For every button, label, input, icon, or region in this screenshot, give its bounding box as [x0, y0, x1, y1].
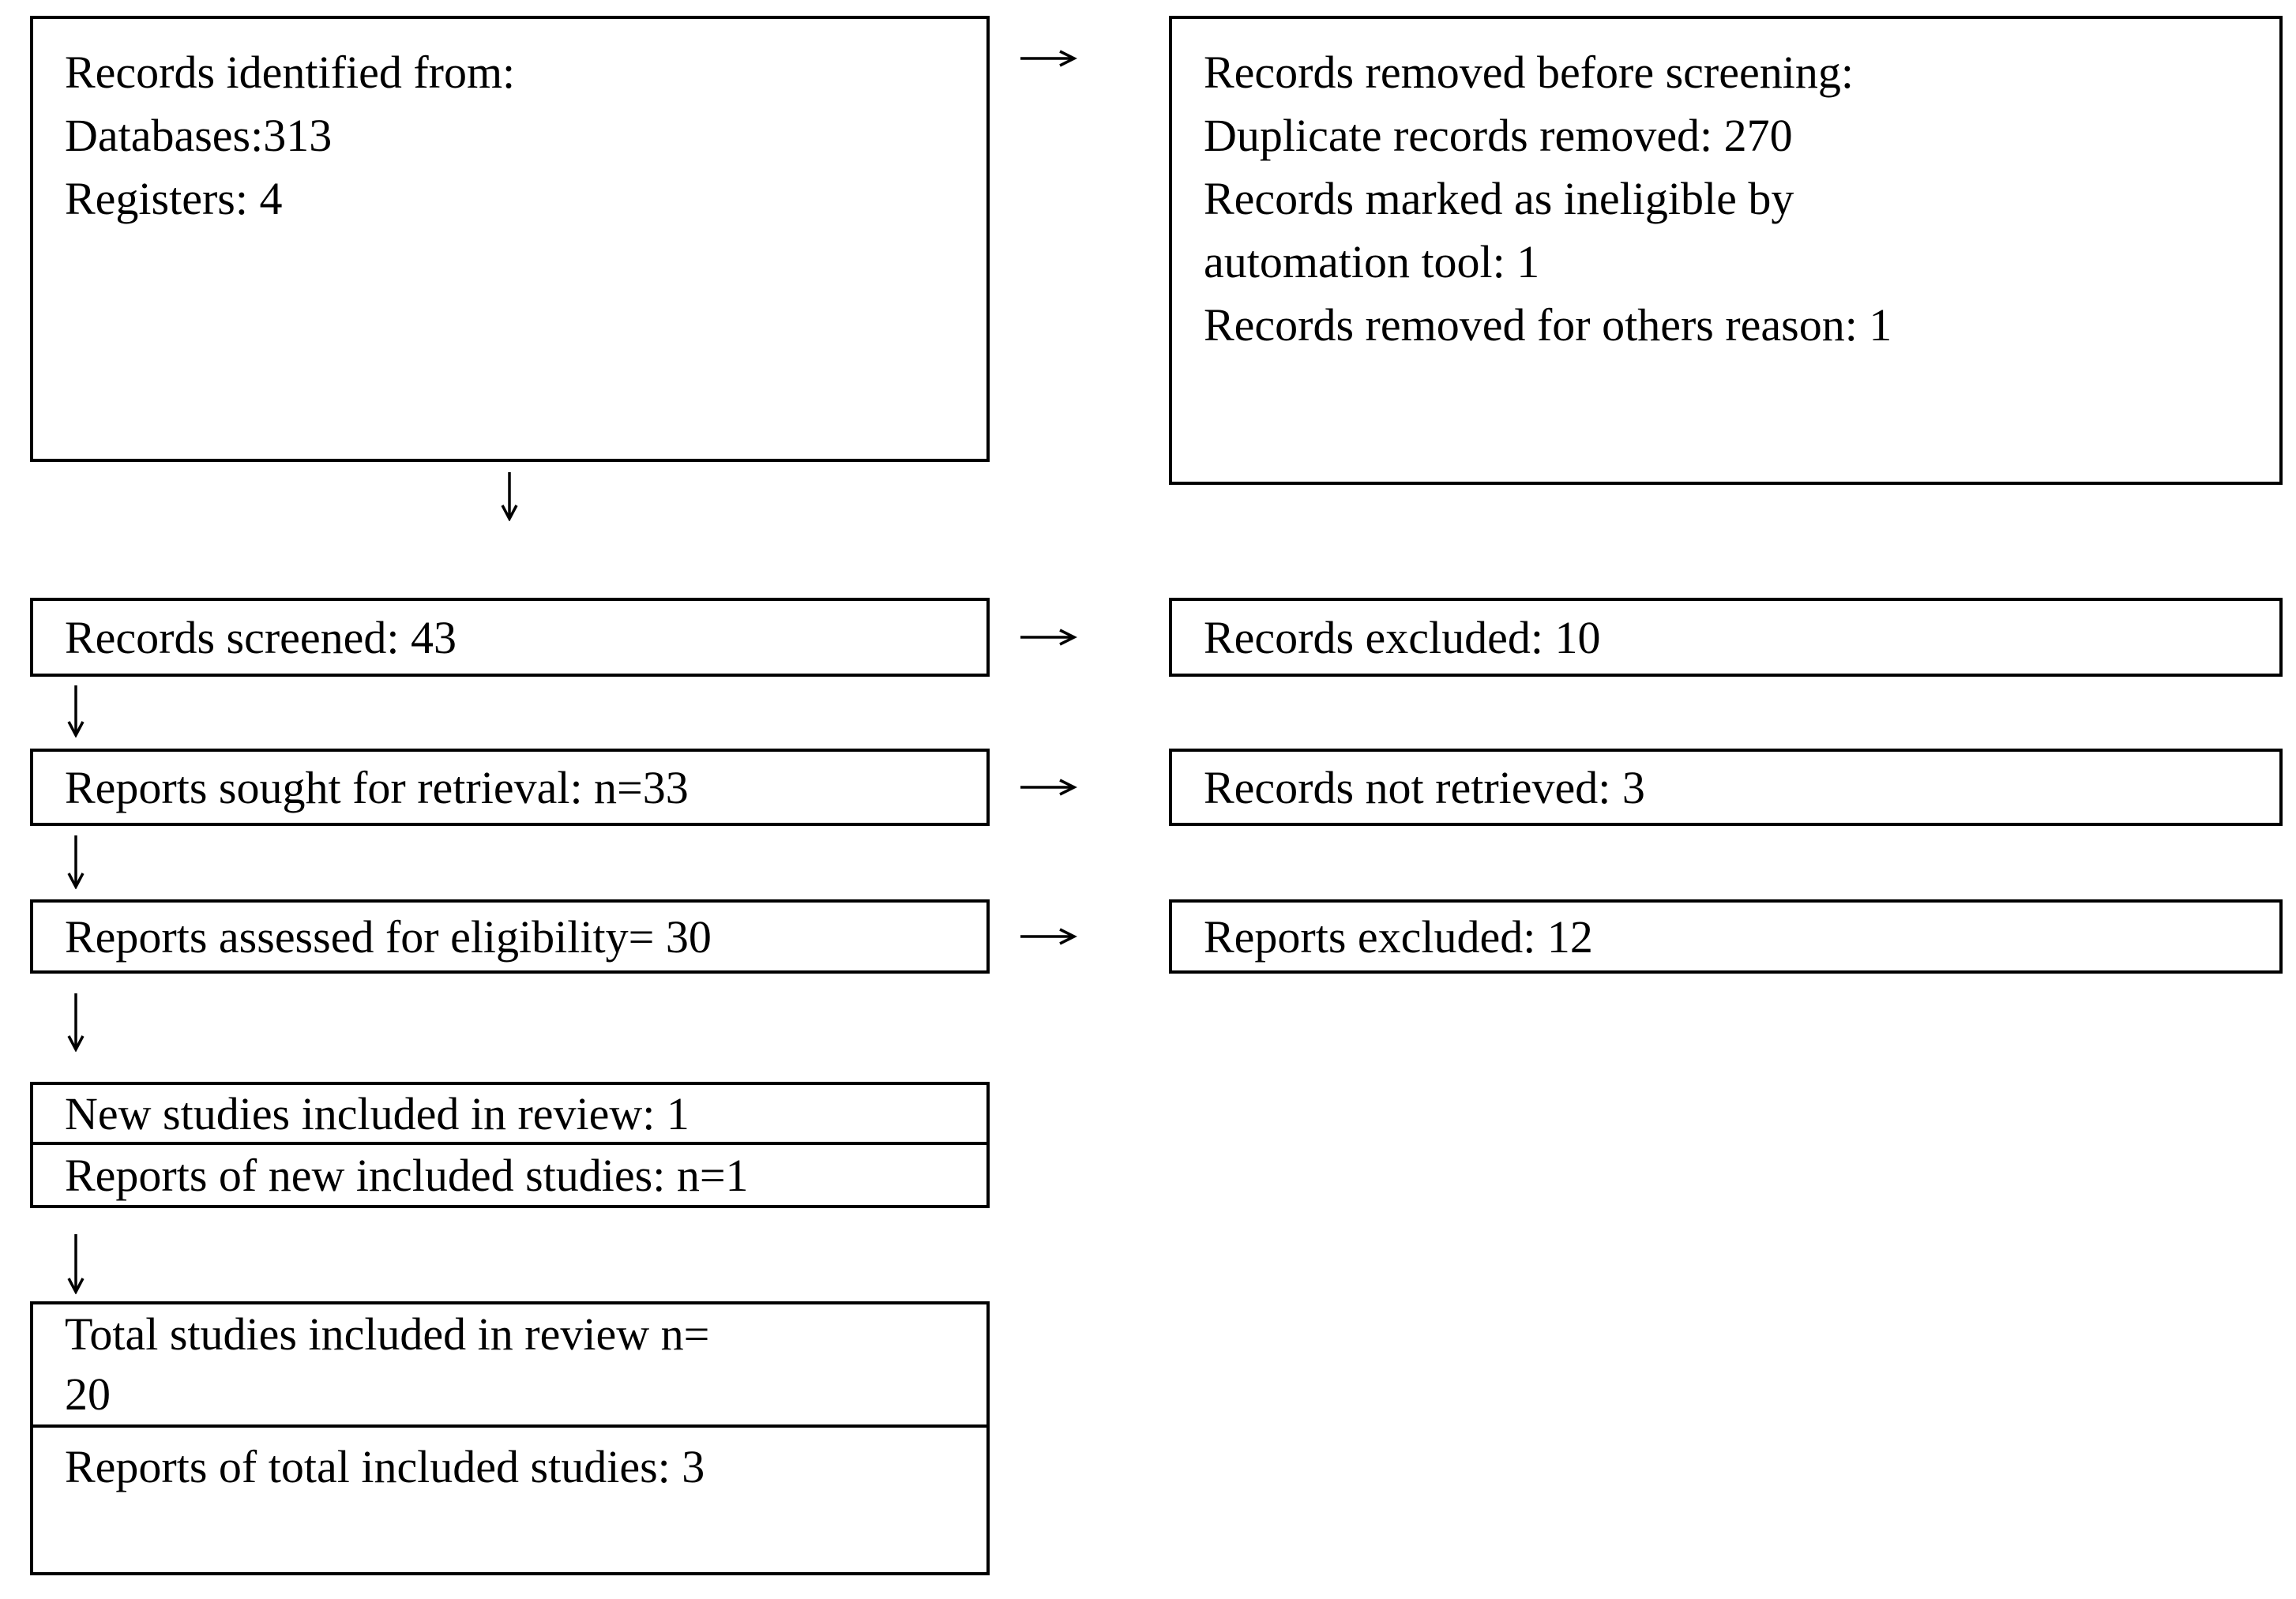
removed-line: Duplicate records removed: 270: [1204, 110, 1793, 161]
arrow-down-icon: [62, 1234, 90, 1294]
records-not-retrieved-box: Records not retrieved: 3: [1169, 749, 2283, 826]
reports-sought-box: Reports sought for retrieval: n=33: [30, 749, 990, 826]
identification-box: Records identified from: Databases:313 R…: [30, 16, 990, 462]
total-reports-label: Reports of total included studies: 3: [65, 1441, 705, 1492]
arrow-down-icon: [62, 685, 90, 738]
reports-sought-label: Reports sought for retrieval: n=33: [65, 761, 689, 813]
removed-line: Records marked as ineligible by: [1204, 173, 1794, 224]
arrow-down-icon: [62, 993, 90, 1052]
removed-line: Records removed for others reason: 1: [1204, 299, 1892, 351]
arrow-right-icon: [1020, 44, 1077, 73]
new-studies-label: New studies included in review: 1: [65, 1087, 690, 1139]
records-excluded-box: Records excluded: 10: [1169, 598, 2283, 677]
new-studies-row: New studies included in review: 1: [33, 1085, 986, 1142]
arrow-right-icon: [1020, 922, 1077, 951]
new-studies-box: New studies included in review: 1 Report…: [30, 1082, 990, 1208]
records-not-retrieved-label: Records not retrieved: 3: [1204, 761, 1645, 813]
total-reports-row: Reports of total included studies: 3: [33, 1424, 986, 1572]
removed-line: Records removed before screening:: [1204, 47, 1854, 98]
records-excluded-label: Records excluded: 10: [1204, 611, 1601, 663]
arrow-down-icon: [62, 835, 90, 889]
reports-excluded-label: Reports excluded: 12: [1204, 910, 1593, 963]
new-reports-label: Reports of new included studies: n=1: [65, 1149, 749, 1201]
arrow-right-icon: [1020, 623, 1077, 651]
arrow-right-icon: [1020, 773, 1077, 801]
new-reports-row: Reports of new included studies: n=1: [33, 1142, 986, 1205]
removed-line: automation tool: 1: [1204, 236, 1540, 287]
identification-line: Records identified from:: [65, 47, 516, 98]
reports-assessed-box: Reports assessed for eligibility= 30: [30, 899, 990, 974]
total-studies-line: 20: [65, 1368, 111, 1420]
arrow-down-icon: [495, 472, 524, 521]
total-studies-line: Total studies included in review n=: [65, 1308, 710, 1360]
reports-excluded-box: Reports excluded: 12: [1169, 899, 2283, 974]
reports-assessed-label: Reports assessed for eligibility= 30: [65, 910, 712, 963]
removed-before-screening-box: Records removed before screening: Duplic…: [1169, 16, 2283, 485]
total-studies-box: Total studies included in review n= 20 R…: [30, 1301, 990, 1575]
records-screened-box: Records screened: 43: [30, 598, 990, 677]
total-studies-row: Total studies included in review n= 20: [33, 1304, 986, 1424]
identification-line: Registers: 4: [65, 173, 283, 224]
records-screened-label: Records screened: 43: [65, 611, 457, 663]
identification-line: Databases:313: [65, 110, 333, 161]
